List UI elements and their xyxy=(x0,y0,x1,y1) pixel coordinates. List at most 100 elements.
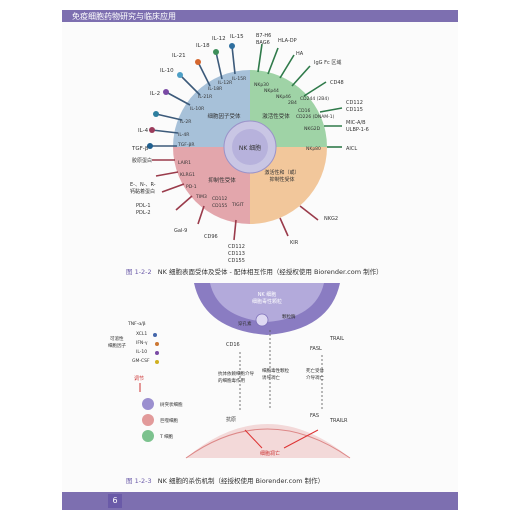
wedge-activating xyxy=(250,70,327,147)
figure2-caption-num: 图 1-2-3 xyxy=(126,477,152,485)
label-cd48: CD48 xyxy=(330,80,344,86)
label-cd96: CD96 xyxy=(204,234,218,240)
right-receptor-labels: CD226 (DNAM-1) NKG2D NKp80 CD244 (2B4) xyxy=(296,96,335,152)
fas-label: FAS xyxy=(310,413,319,419)
label-cd112-b: CD112 xyxy=(228,244,245,250)
quadrant-act-inh-1: 激活性和（或） xyxy=(264,169,299,176)
label-b7h6: B7-H6 xyxy=(256,33,271,39)
t-cell-label: T 细胞 xyxy=(159,433,174,440)
receptor-death-1: 死亡受体 xyxy=(306,367,324,374)
label-cd226: CD226 (DNAM-1) xyxy=(296,114,335,120)
label-cd244: CD244 (2B4) xyxy=(300,96,329,102)
label-2b4: 2B4 xyxy=(288,100,297,106)
nk-center-label: NK 细胞 xyxy=(239,144,261,152)
antigen-label: 抗原 xyxy=(226,416,236,423)
nk-cell-label: NK 细胞 xyxy=(258,291,277,298)
bottom-labels: CD96 CD112 CD113 CD155 KIR NKG2 xyxy=(204,216,338,264)
left-ligand-labels: 胶原蛋白 E-、N-、R- 钙黏着蛋白 PDL-1 PDL-2 Gal-9 xyxy=(130,157,187,234)
label-il12r: IL-12R xyxy=(218,80,232,86)
label-cadherin-2: 钙黏着蛋白 xyxy=(130,188,155,195)
label-nkp44: NKp44 xyxy=(264,88,279,94)
regulate-label: 调节 xyxy=(134,375,144,382)
adcc-label-2: 的细胞毒作用 xyxy=(218,377,245,384)
figure1-caption-text: NK 细胞表面受体及受体 - 配体相互作用（经授权使用 Biorender.co… xyxy=(157,268,383,276)
right-receptor-stalks xyxy=(319,107,343,148)
trailr-label: TRAILR xyxy=(329,418,348,424)
cyto-title-1: 可溶性 xyxy=(110,335,124,342)
wedge-inhibitory xyxy=(173,147,250,224)
cytokine-outer-labels: IL-2 IL-10 IL-21 IL-18 IL-12 IL-15 IL-4 … xyxy=(131,34,244,152)
label-cd112-r: CD112 xyxy=(346,100,363,106)
cyto-dot-2 xyxy=(155,342,159,346)
quadrant-cytokine: 细胞因子受体 xyxy=(207,112,241,120)
label-ha: HA xyxy=(296,51,304,57)
cd16-label: CD16 xyxy=(226,342,240,348)
nk-cell-inner xyxy=(210,283,324,322)
granule-death-2: 诱导凋亡 xyxy=(262,374,280,381)
label-il18r: IL-18R xyxy=(208,86,222,92)
inhibitory-receptor-stalks xyxy=(152,159,319,241)
cyto-dot-4 xyxy=(155,360,159,364)
label-pdl2: PDL-2 xyxy=(136,210,151,216)
label-lair1: LAIR1 xyxy=(178,160,191,166)
label-il12: IL-12 xyxy=(212,36,226,42)
label-il4: IL-4 xyxy=(138,128,149,134)
label-il18: IL-18 xyxy=(196,43,210,49)
label-ulbp: ULBP-1-6 xyxy=(346,127,369,133)
page-footer xyxy=(62,492,458,510)
cytokine-receptor-labels: IL-10R IL-21R IL-18R IL-12R IL-15R IL-2R… xyxy=(177,76,246,148)
cyto-title-2: 细胞因子 xyxy=(108,342,126,349)
wedge-cytokine xyxy=(173,70,250,147)
label-il15r: IL-15R xyxy=(232,76,246,82)
label-cd112-inh: CD112 xyxy=(212,196,227,202)
label-cd16-top: CD16 xyxy=(298,108,310,114)
label-pdl1: PDL-1 xyxy=(136,203,151,209)
cyto-gmcsf: GM-CSF xyxy=(132,358,150,364)
dendritic-cell-icon xyxy=(142,398,154,410)
label-gal9: Gal-9 xyxy=(174,228,187,234)
quadrant-act-inh-2: 抑制性受体 xyxy=(269,176,294,183)
figure2-caption-text: NK 细胞的杀伤机制（经授权使用 Biorender.com 制作） xyxy=(157,477,325,485)
inhibitory-receptor-labels: LAIR1 KLRG1 PD-1 TIM3 TIGIT CD112 CD155 xyxy=(178,160,244,209)
label-nkp80: NKp80 xyxy=(306,146,321,152)
macrophage-icon xyxy=(142,414,154,426)
figure2-caption: 图 1-2-3 NK 细胞的杀伤机制（经授权使用 Biorender.com 制… xyxy=(126,475,324,485)
label-cd115: CD115 xyxy=(346,107,363,113)
label-il10: IL-10 xyxy=(160,68,174,74)
figure1-caption: 图 1-2-2 NK 细胞表面受体及受体 - 配体相互作用（经授权使用 Bior… xyxy=(126,266,383,276)
dendritic-cell-label: 树突状细胞 xyxy=(160,401,183,408)
quadrant-inhibitory: 抑制性受体 xyxy=(208,176,236,184)
figure1-caption-num: 图 1-2-2 xyxy=(126,268,152,276)
label-kir: KIR xyxy=(290,240,299,246)
label-pd1: PD-1 xyxy=(186,184,197,190)
cytokine-ligand-dots xyxy=(147,43,235,149)
cyto-xcl1: XCL1 xyxy=(136,331,147,337)
label-tgfbr: TGF-βR xyxy=(177,142,194,148)
quadrant-activating: 激活性受体 xyxy=(262,112,290,120)
cytokine-receptor-stalks xyxy=(150,45,236,147)
activating-receptor-stalks xyxy=(257,43,327,97)
label-hladp: HLA-DP xyxy=(278,38,297,44)
page-number: 6 xyxy=(108,494,122,508)
label-cd155-inh: CD155 xyxy=(212,203,227,209)
macrophage-label: 巨噬细胞 xyxy=(160,417,178,424)
cyto-ifng: IFN-γ xyxy=(136,340,148,346)
label-cd113: CD113 xyxy=(228,251,245,257)
label-il21r: IL-21R xyxy=(198,94,212,100)
label-bag6: BAG6 xyxy=(256,40,270,46)
granule-label: 细胞毒性颗粒 xyxy=(252,298,282,305)
label-il4r: IL-4R xyxy=(178,132,189,138)
header-title: 免疫细胞药物研究与临床应用 xyxy=(72,12,176,21)
granule xyxy=(255,313,269,327)
cyto-dot-1 xyxy=(153,333,157,337)
label-nkp30: NKp30 xyxy=(254,82,269,88)
label-il15: IL-15 xyxy=(230,34,244,40)
target-cell xyxy=(186,424,350,458)
label-nkg2d: NKG2D xyxy=(304,126,321,132)
target-membrane xyxy=(185,428,351,459)
right-ligand-labels: CD112 CD115 MIC-A/B ULBP-1-6 AICL xyxy=(346,100,369,152)
fasl-label: FASL xyxy=(310,346,322,352)
label-il10r: IL-10R xyxy=(190,106,204,112)
label-il2r: IL-2R xyxy=(180,119,191,125)
granzyme-label: 颗粒酶 xyxy=(282,313,296,320)
